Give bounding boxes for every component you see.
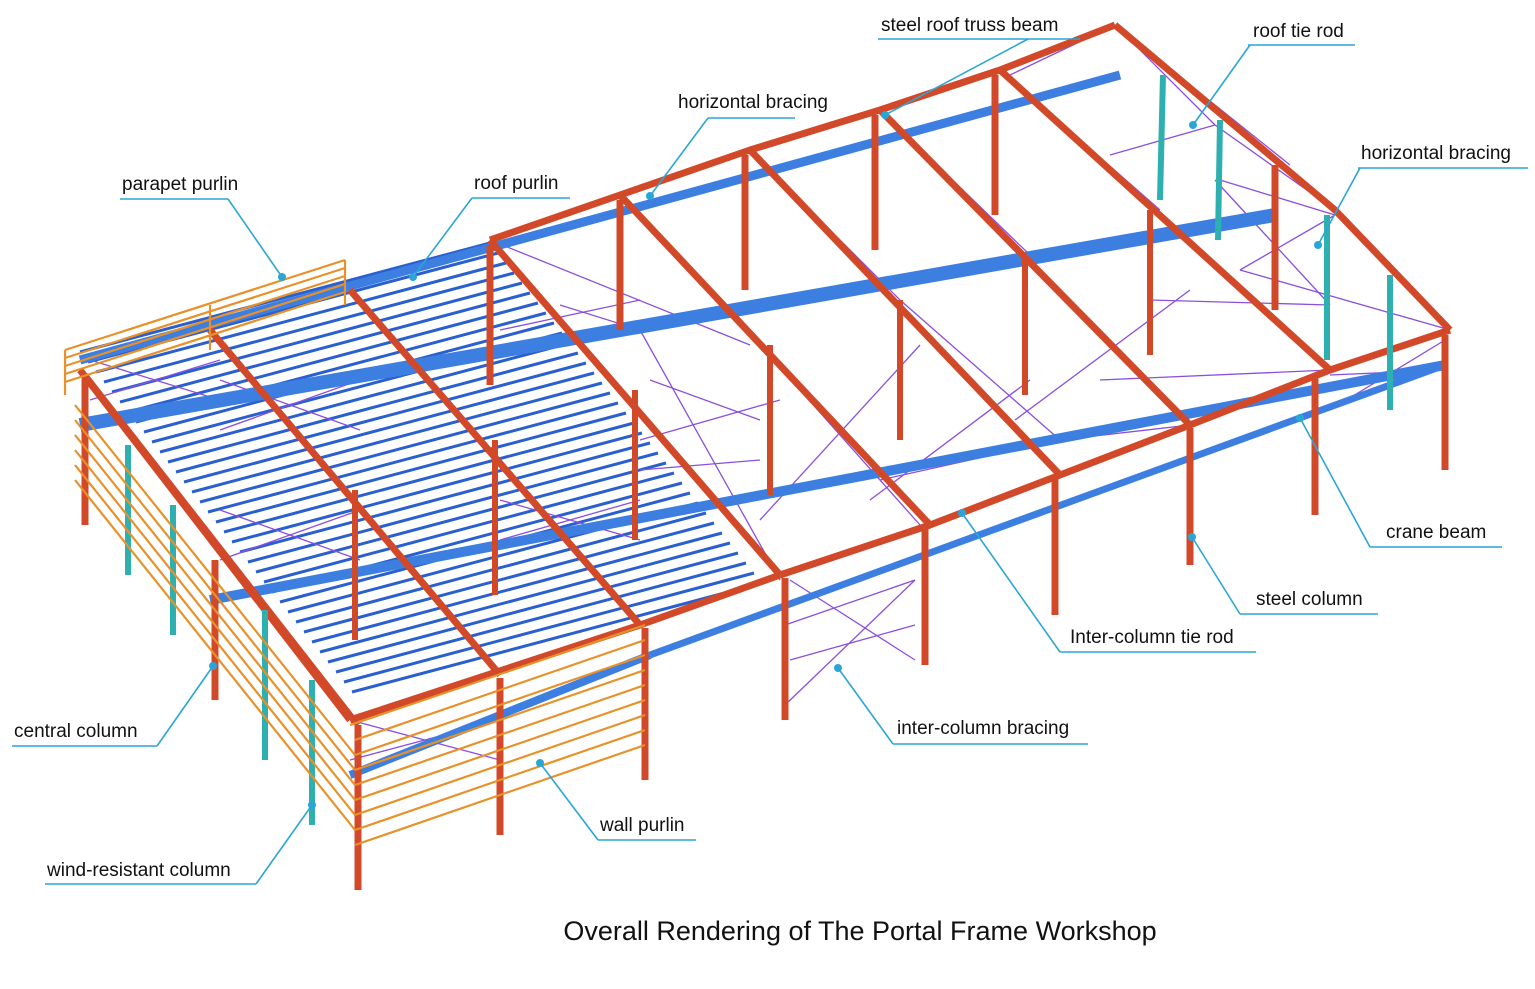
label-steel-roof-truss-beam: steel roof truss beam — [881, 15, 1058, 36]
label-central-column: central column — [14, 721, 138, 742]
label-roof-tie-rod: roof tie rod — [1253, 21, 1344, 42]
label-crane-beam: crane beam — [1386, 522, 1486, 543]
callout-roof-purlin: roof purlin — [409, 173, 570, 281]
callout-wind-resistant-column: wind-resistant column — [45, 801, 316, 885]
wall-purlins — [63, 258, 646, 847]
callout-crane-beam: crane beam — [1296, 414, 1502, 548]
callout-steel-roof-truss-beam: steel roof truss beam — [878, 15, 1080, 119]
steel-frames — [77, 21, 1453, 890]
label-parapet-purlin: parapet purlin — [122, 174, 238, 195]
callout-inter-column-bracing: inter-column bracing — [834, 664, 1088, 745]
label-steel-column: steel column — [1256, 589, 1363, 610]
callout-parapet-purlin: parapet purlin — [120, 174, 286, 281]
roof-purlin-field — [79, 241, 763, 694]
diagram-caption: Overall Rendering of The Portal Frame Wo… — [563, 916, 1156, 946]
callout-inter-column-tie-rod: Inter-column tie rod — [958, 509, 1256, 653]
label-roof-purlin: roof purlin — [474, 173, 559, 194]
structure-drawing — [63, 21, 1453, 890]
label-wind-resistant-column: wind-resistant column — [46, 860, 231, 881]
label-wall-purlin: wall purlin — [599, 815, 684, 836]
callout-horizontal-bracing-right: horizontal bracing — [1314, 143, 1528, 249]
crane-beams — [78, 70, 1447, 779]
callout-wall-purlin: wall purlin — [536, 759, 696, 841]
callout-roof-tie-rod: roof tie rod — [1189, 21, 1355, 129]
callout-central-column: central column — [12, 662, 217, 747]
label-horizontal-bracing-right: horizontal bracing — [1361, 143, 1511, 164]
callout-horizontal-bracing-top: horizontal bracing — [646, 92, 828, 200]
label-inter-column-bracing: inter-column bracing — [897, 718, 1069, 739]
wind-resistant-columns — [125, 74, 1393, 825]
callout-steel-column: steel column — [1188, 533, 1378, 615]
label-inter-column-tie-rod: Inter-column tie rod — [1070, 627, 1234, 648]
label-horizontal-bracing-top: horizontal bracing — [678, 92, 828, 113]
